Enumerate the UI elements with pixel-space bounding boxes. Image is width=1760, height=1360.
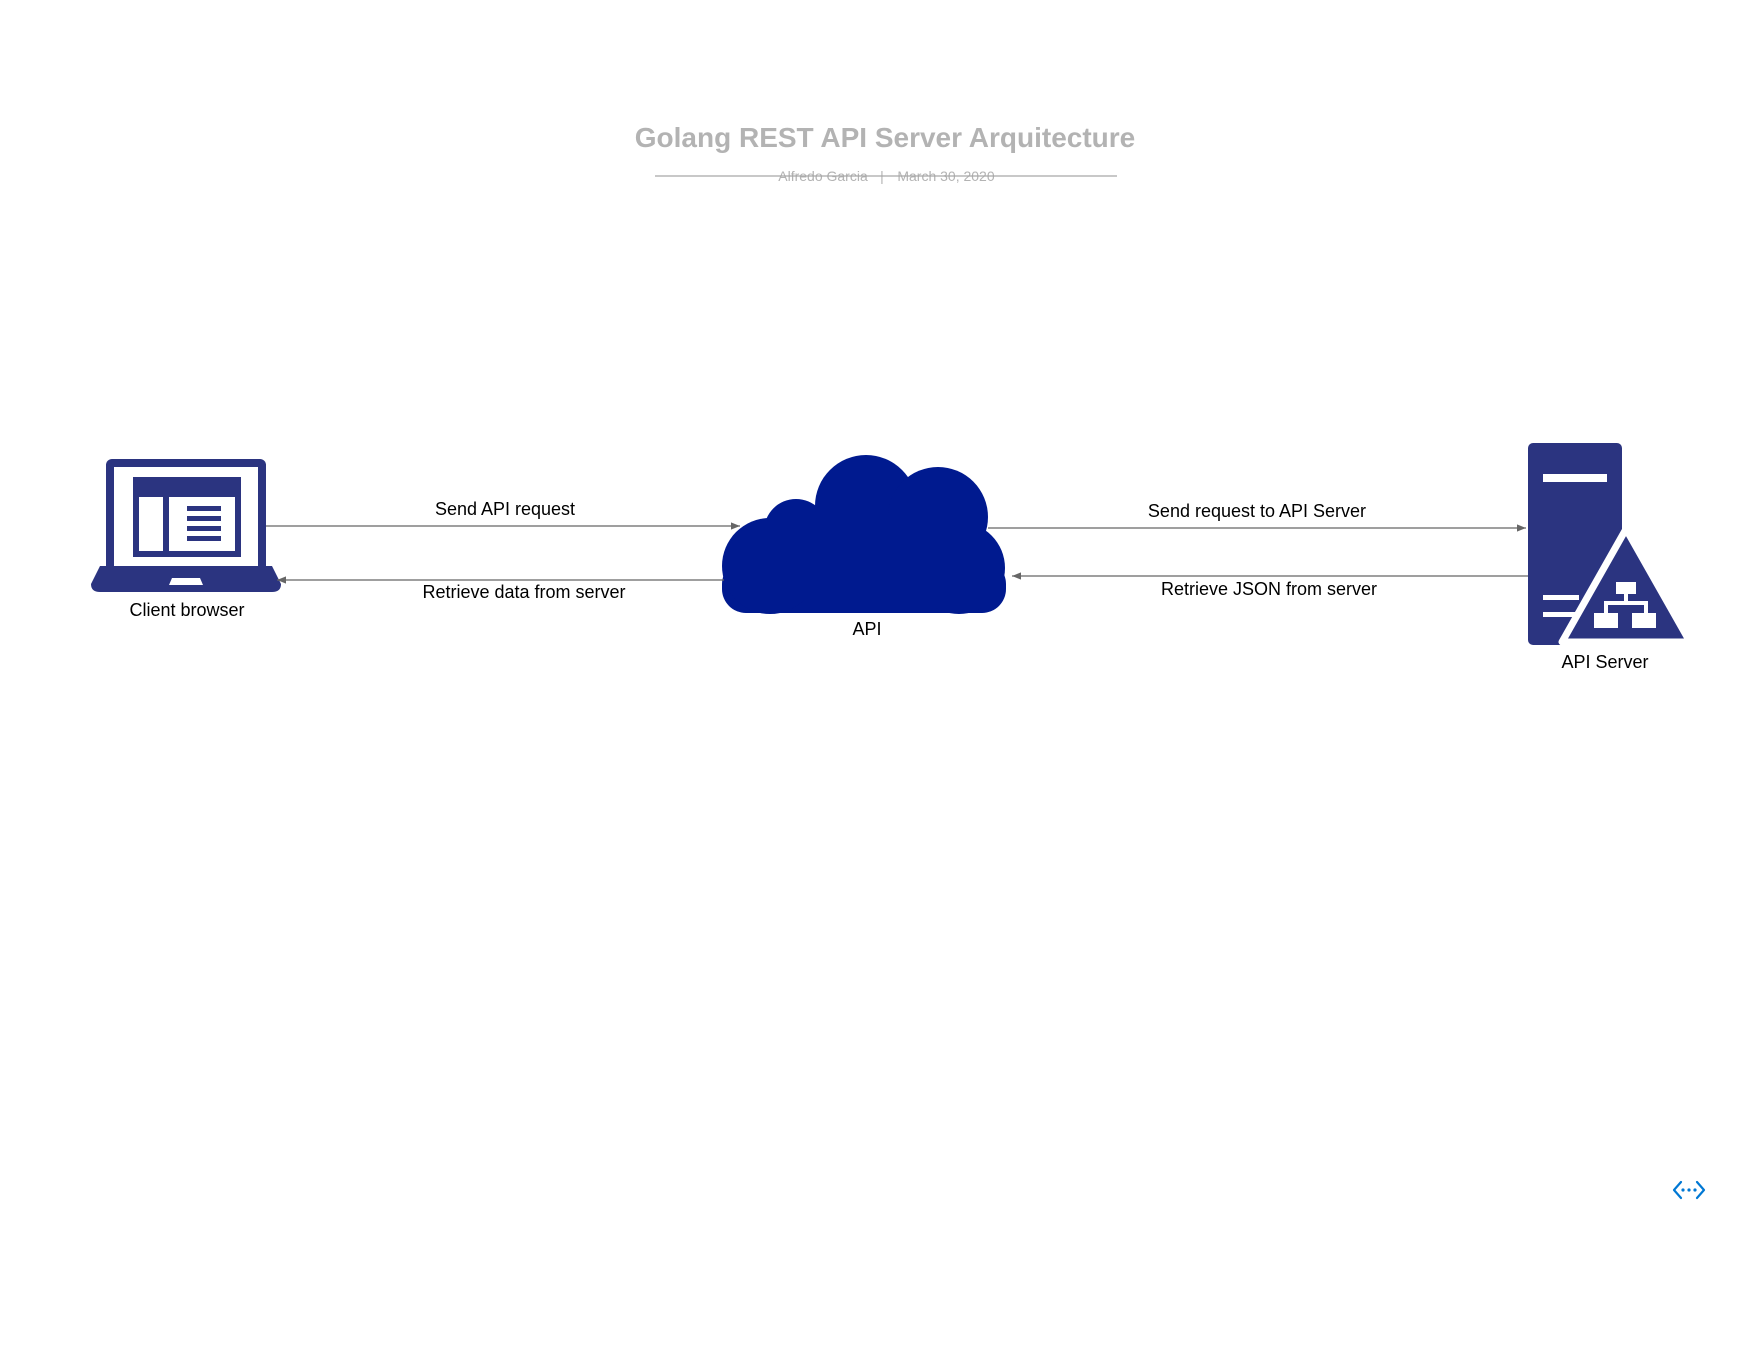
edge-send-to-server[interactable]: Send request to API Server	[988, 501, 1526, 532]
hierarchy-glyph	[1594, 582, 1656, 628]
edge-send-api-request[interactable]: Send API request	[266, 499, 740, 530]
cloud-icon	[722, 455, 1006, 614]
subtitle: Alfredo Garcia | March 30, 2020	[655, 168, 1117, 184]
api-server-node[interactable]: API Server	[1528, 443, 1694, 672]
laptop-icon	[91, 459, 281, 592]
client-browser-node[interactable]: Client browser	[91, 459, 281, 620]
page-title: Golang REST API Server Arquitecture	[635, 122, 1136, 153]
api-label: API	[852, 619, 881, 639]
edge-label-retrieve-json: Retrieve JSON from server	[1161, 579, 1377, 599]
edge-label-send-to-server: Send request to API Server	[1148, 501, 1366, 521]
edge-retrieve-json[interactable]: Retrieve JSON from server	[1012, 572, 1528, 599]
api-server-label: API Server	[1561, 652, 1648, 672]
code-connector-icon[interactable]	[1672, 1180, 1706, 1200]
edge-label-retrieve-data: Retrieve data from server	[422, 582, 625, 602]
edge-label-send-api-request: Send API request	[435, 499, 575, 519]
edge-retrieve-data[interactable]: Retrieve data from server	[277, 576, 724, 602]
api-node[interactable]: API	[722, 455, 1006, 639]
client-browser-label: Client browser	[129, 600, 244, 620]
network-server-icon	[1528, 443, 1694, 646]
